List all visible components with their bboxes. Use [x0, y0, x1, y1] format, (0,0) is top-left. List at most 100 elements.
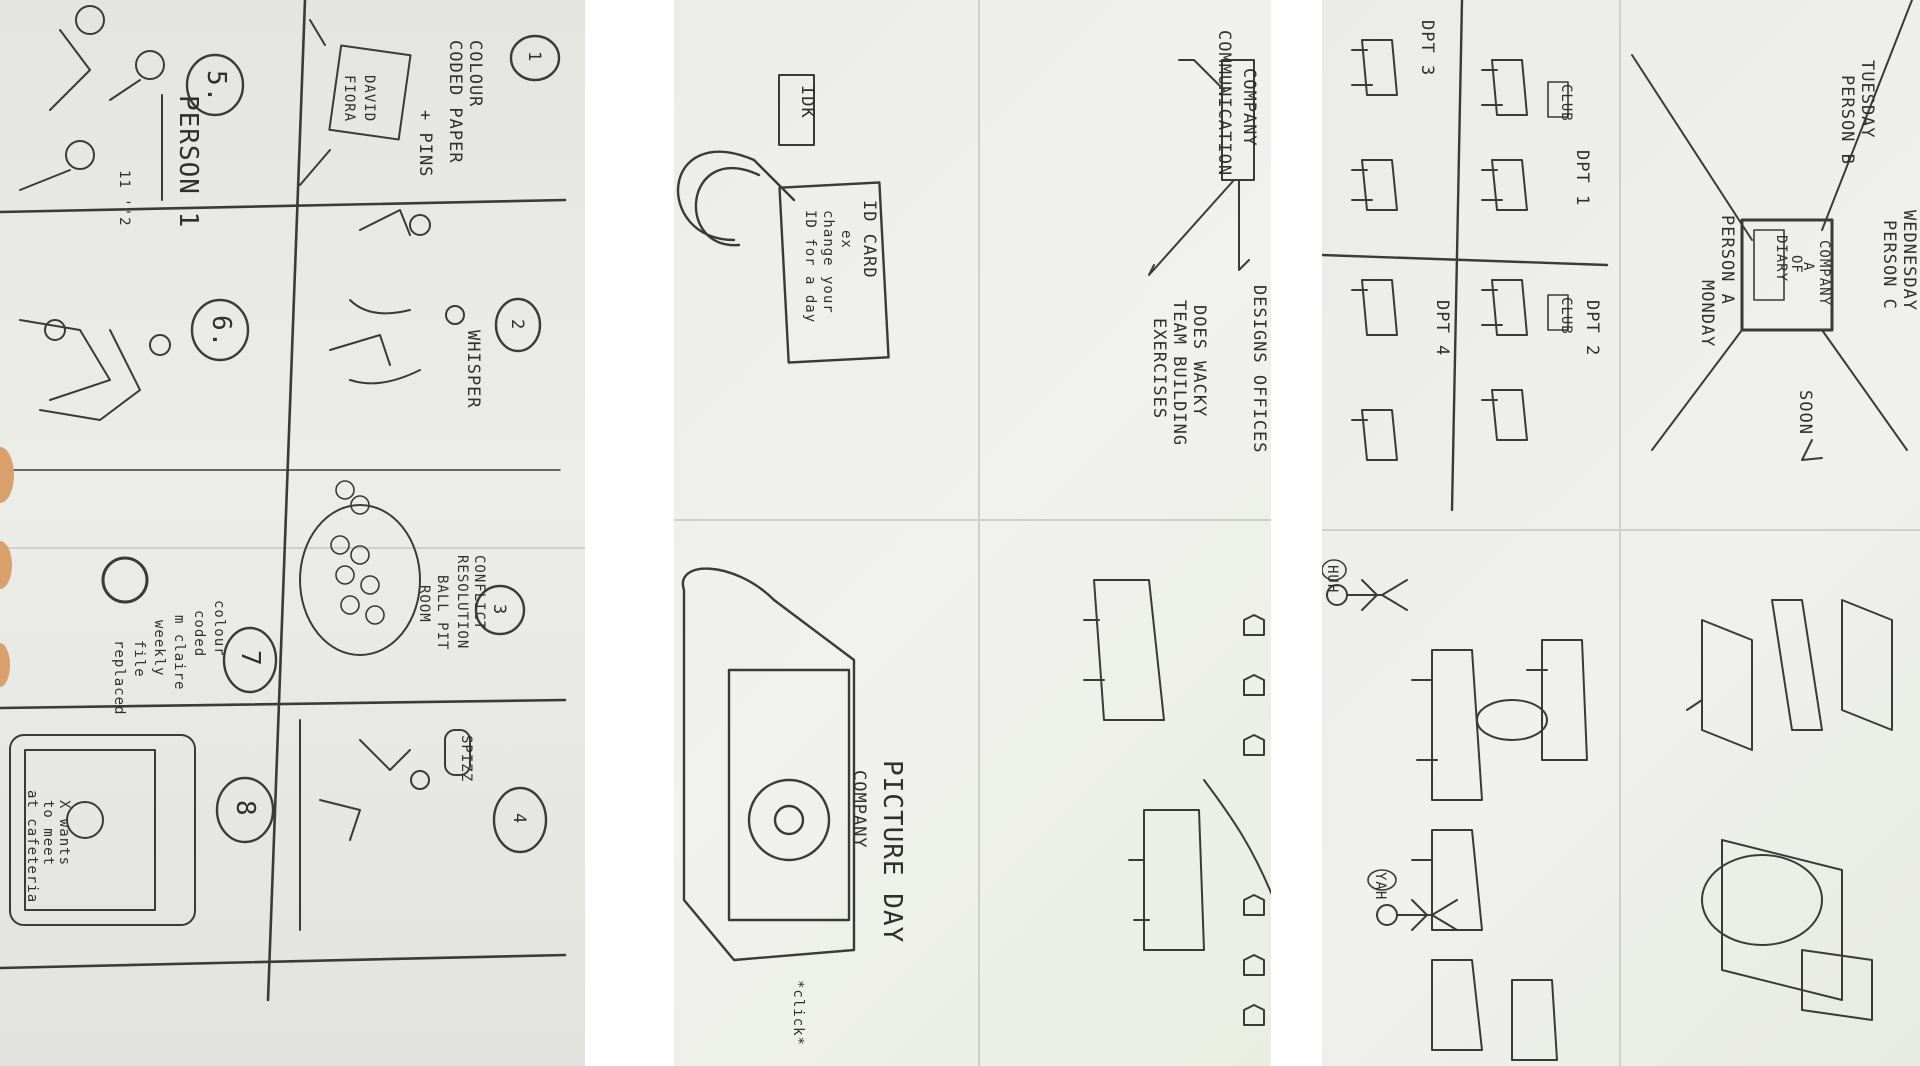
diary-title-box — [1753, 229, 1785, 301]
diary-perspective-lines — [1631, 0, 1913, 461]
mindmap-arrows — [1148, 59, 1250, 276]
department-grid — [1322, 0, 1609, 512]
club-sign-label: CLUB — [1558, 297, 1574, 335]
id-card-line-4: ID for a day — [802, 210, 818, 323]
panel-number-8: 8 — [230, 800, 260, 817]
panel-3-caption-line-4: ROOM — [416, 585, 432, 623]
yah-label: YAH — [1372, 872, 1388, 900]
wednesday-label: WEDNESDAY — [1899, 210, 1919, 311]
wednesday-person-label: PERSON C — [1879, 220, 1899, 310]
diary-line-2: OF — [1788, 255, 1804, 274]
panel-4-caption: SPIZZ — [458, 735, 474, 782]
diary-line-1: DIARY — [1773, 235, 1789, 282]
communication-label: COMMUNICATION — [1214, 30, 1234, 176]
panel-3-caption-line-2: RESOLUTION — [454, 555, 470, 649]
speech-bubble-doodle — [444, 729, 471, 776]
tuesday-label: TUESDAY — [1857, 60, 1877, 139]
panel-number-6: 6. — [206, 315, 236, 348]
panel-3: CONFLICT RESOLUTION BALL PIT ROOM — [299, 480, 487, 656]
office-desks-doodle — [1083, 579, 1271, 1026]
panel-1-caption-line-1: COLOUR — [465, 40, 485, 107]
monday-person-label: PERSON A — [1717, 215, 1737, 305]
panel-7-line-1: colour — [211, 600, 227, 657]
designs-offices-label: DESIGNS OFFICES — [1249, 285, 1269, 454]
company-label: COMPANY — [1239, 68, 1259, 147]
head-doodle — [410, 770, 430, 790]
panel-1-caption-line-2: CODED PAPER — [445, 40, 465, 164]
id-card-line-2: ex — [838, 230, 854, 249]
camera-drawing — [681, 567, 856, 962]
panel-7: colour coded m claire weekly file replac… — [101, 556, 227, 715]
name-card-drawing — [328, 44, 412, 141]
idk-box — [778, 74, 815, 146]
storyboard-grid — [0, 0, 567, 1002]
panel-4: SPIZZ — [299, 719, 474, 931]
panel-2-caption: WHISPER — [463, 330, 483, 409]
panel-8-line-2: to meet — [40, 800, 56, 866]
panel-7-line-3: m claire — [171, 615, 187, 690]
panel-number-3: 3 — [489, 604, 509, 615]
picture-day-company-label: COMPANY — [849, 770, 869, 849]
panel-4-figures-doodle — [299, 719, 411, 931]
panel-numbers: 1 2 3 4 5. 6. 7 8 — [201, 51, 544, 824]
panel-7-line-2: coded — [191, 610, 207, 657]
phone-screen-doodle — [24, 749, 156, 911]
panel-number-circles — [185, 34, 561, 854]
departments-diary-sketch-photo: DPT 1 DPT 2 DPT 3 DPT 4 CLUB CLUB DIA — [1322, 0, 1920, 1066]
panel-7-line-6: replaced — [111, 640, 127, 715]
dpt-1-label: DPT 1 — [1572, 150, 1592, 206]
idk-label: IDK — [797, 85, 817, 119]
dpt-3-label: DPT 3 — [1417, 20, 1437, 76]
soon-label: SOON — [1795, 390, 1815, 435]
panel-3-caption-line-1: CONFLICT — [471, 555, 487, 630]
panel-8-line-1: X wants — [56, 800, 72, 866]
panel-number-2: 2 — [507, 319, 527, 330]
panel-number-5: 5. — [201, 70, 231, 103]
panel-5-caption: PERSON 1 — [173, 95, 203, 228]
club-sign — [1547, 81, 1569, 118]
lanyard-doodle — [676, 150, 796, 242]
id-card-line-3: change your — [820, 210, 836, 314]
speech-bubble-doodle — [1322, 559, 1347, 581]
diary-book-drawing — [1740, 218, 1834, 332]
panel-3-caption-line-3: BALL PIT — [434, 575, 450, 650]
speech-bubble-doodle — [1367, 869, 1397, 891]
panel-7-line-5: file — [131, 640, 147, 678]
id-card-outline — [778, 181, 890, 364]
avatar-doodle — [66, 801, 104, 839]
huh-label: HUH — [1324, 565, 1340, 593]
panel-number-1: 1 — [524, 51, 544, 62]
whisper-figures-doodle — [329, 209, 421, 385]
desk-leg-doodle — [299, 19, 331, 186]
panel-1-caption-line-3: + PINS — [415, 110, 435, 177]
ball-pit-doodle — [299, 504, 421, 656]
panel-5: PERSON 1 11 ''2 — [19, 5, 203, 228]
id-card-line-1: ID CARD — [859, 200, 879, 279]
head-doodle — [445, 305, 465, 325]
wacky-line-2: TEAM BUILDING — [1169, 300, 1189, 446]
id-card-drawing: ID CARD ex change your ID for a day — [676, 150, 890, 364]
monday-label: MONDAY — [1697, 280, 1717, 347]
panel-8-line-3: at cafeteria — [24, 790, 40, 903]
head-doodle — [409, 214, 431, 236]
club-sign-label: CLUB — [1558, 84, 1574, 122]
people-doodle — [19, 5, 165, 191]
panel-2: WHISPER — [329, 209, 483, 409]
diary-line-3: A — [1800, 262, 1816, 271]
panel-6-doodle — [19, 319, 171, 421]
dpt-4-label: DPT 4 — [1432, 300, 1452, 356]
badge-doodle — [101, 556, 149, 604]
panel-8: X wants to meet at cafeteria — [9, 734, 196, 926]
picture-day-label: PICTURE DAY — [877, 760, 907, 943]
phone-outline-doodle — [9, 734, 196, 926]
stick-figures-doodle — [1326, 579, 1588, 1061]
company-concept-sketch-photo: IDK COMPANY COMMUNICATION DESIGNS OFFICE… — [674, 0, 1271, 1066]
diary-line-4: COMPANY — [1816, 240, 1832, 306]
lanyard-doodle — [694, 167, 761, 247]
name-card-line-2: FIORA — [341, 75, 357, 122]
name-card-line-1: DAVID — [361, 75, 377, 122]
panel-5-note: 11 ''2 — [116, 170, 132, 227]
wacky-line-1: DOES WACKY — [1189, 305, 1209, 417]
click-sound-label: *click* — [790, 980, 806, 1046]
panel-1: COLOUR CODED PAPER + PINS DAVID FIORA — [299, 19, 485, 186]
